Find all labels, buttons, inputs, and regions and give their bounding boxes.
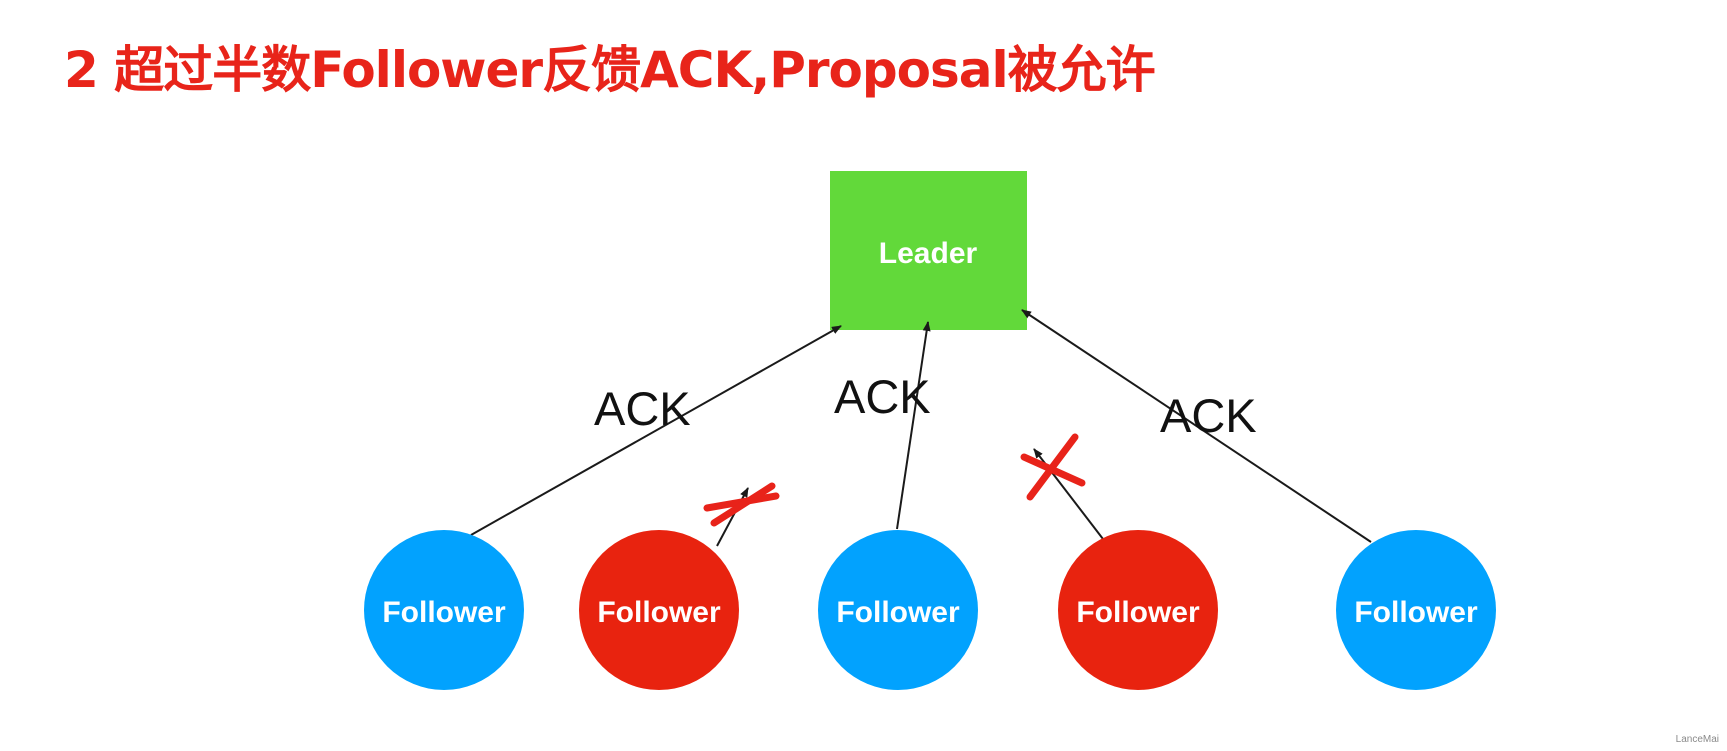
ack-label-2: ACK [834, 370, 931, 423]
ack-label-1: ACK [594, 382, 691, 435]
follower-circle [364, 530, 524, 690]
follower-circle [1058, 530, 1218, 690]
cross-icon [1020, 433, 1086, 501]
cross-icon [703, 482, 780, 527]
follower-circle [579, 530, 739, 690]
follower-circle [1336, 530, 1496, 690]
follower-label: Follower [1076, 596, 1200, 629]
follower-node-3: Follower [818, 530, 978, 690]
ack-label-3: ACK [1160, 389, 1257, 442]
ack-arrow-follower-3 [896, 321, 931, 530]
follower-label: Follower [597, 596, 721, 629]
follower-node-5: Follower [1336, 530, 1496, 690]
failed-arrow-follower-2 [716, 487, 749, 547]
page-title: 2 超过半数Follower反馈ACK,Proposal被允许 [64, 41, 1156, 99]
follower-circle [818, 530, 978, 690]
follower-label: Follower [836, 596, 960, 629]
watermark: LanceMai [1675, 734, 1719, 745]
leader-node: Leader [830, 171, 1027, 330]
ack-arrow-follower-1 [470, 325, 842, 536]
ack-arrow-follower-5 [1021, 309, 1372, 543]
follower-node-2: Follower [579, 530, 739, 690]
leader-label: Leader [879, 237, 978, 270]
follower-node-4: Follower [1058, 530, 1218, 690]
follower-node-1: Follower [364, 530, 524, 690]
follower-label: Follower [382, 596, 506, 629]
follower-label: Follower [1354, 596, 1478, 629]
leader-box [830, 171, 1027, 330]
